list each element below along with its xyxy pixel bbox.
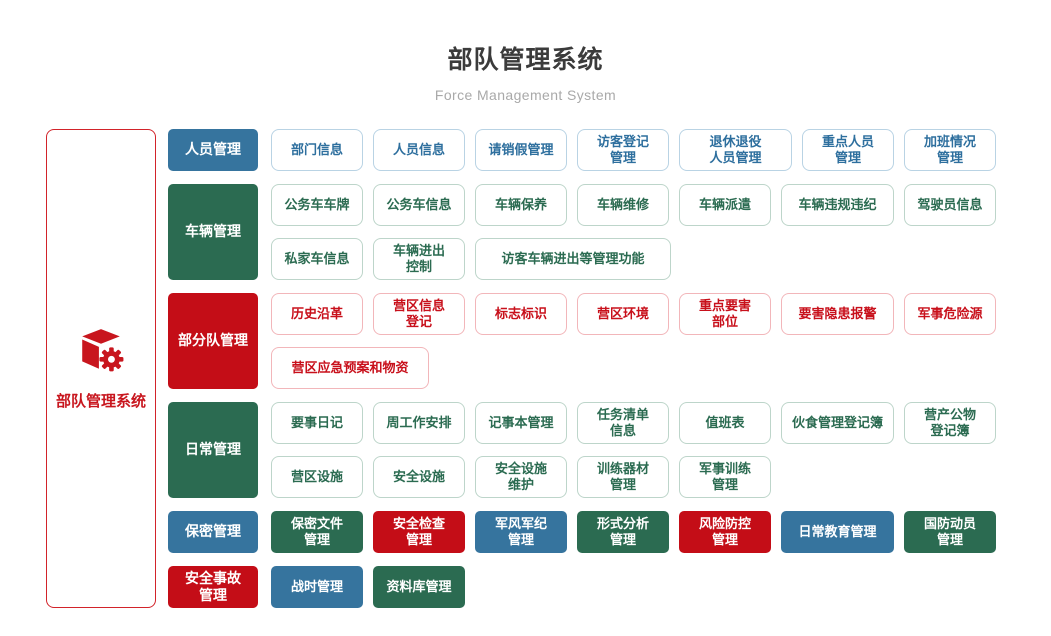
group-unit: 部分队管理 历史沿革 营区信息 登记 标志标识 营区环境 重点要害 部位 要害隐… — [168, 293, 996, 389]
diagram-content: 人员管理 部门信息 人员信息 请销假管理 访客登记 管理 退休退役 人员管理 重… — [168, 129, 996, 608]
module-card: 形式分析 管理 — [577, 511, 669, 553]
page-header: 部队管理系统 Force Management System — [0, 0, 1051, 103]
module-card: 车辆保养 — [475, 184, 567, 226]
page-title: 部队管理系统 — [447, 46, 604, 74]
module-card: 记事本管理 — [475, 402, 567, 444]
module-card: 营区应急预案和物资 — [271, 347, 429, 389]
module-card: 标志标识 — [475, 293, 567, 335]
group-personnel-label: 人员管理 — [168, 129, 258, 171]
module-card: 车辆违规违纪 — [781, 184, 894, 226]
module-card: 风险防控 管理 — [679, 511, 771, 553]
module-card: 访客车辆进出等管理功能 — [475, 238, 671, 280]
group-secrecy-label: 保密管理 — [168, 511, 258, 553]
module-card: 请销假管理 — [475, 129, 567, 171]
group-unit-label: 部分队管理 — [168, 293, 258, 389]
module-card: 训练器材 管理 — [577, 456, 669, 498]
module-card: 车辆维修 — [577, 184, 669, 226]
module-card: 任务清单 信息 — [577, 402, 669, 444]
module-card: 国防动员 管理 — [904, 511, 996, 553]
group-secrecy: 保密管理 保密文件 管理 安全检查 管理 军风军纪 管理 形式分析 管理 风险防… — [168, 511, 996, 553]
module-card: 营区信息 登记 — [373, 293, 465, 335]
module-card: 安全设施 维护 — [475, 456, 567, 498]
module-card: 公务车车牌 — [271, 184, 363, 226]
module-card: 战时管理 — [271, 566, 363, 608]
module-card: 驾驶员信息 — [904, 184, 996, 226]
module-card: 要事日记 — [271, 402, 363, 444]
module-card: 周工作安排 — [373, 402, 465, 444]
module-card: 日常教育管理 — [781, 511, 894, 553]
module-card: 要害隐患报警 — [781, 293, 894, 335]
module-card: 重点人员 管理 — [802, 129, 894, 171]
module-card: 营区环境 — [577, 293, 669, 335]
module-card: 值班表 — [679, 402, 771, 444]
module-card: 重点要害 部位 — [679, 293, 771, 335]
module-card: 营产公物 登记簿 — [904, 402, 996, 444]
module-card: 人员信息 — [373, 129, 465, 171]
group-personnel: 人员管理 部门信息 人员信息 请销假管理 访客登记 管理 退休退役 人员管理 重… — [168, 129, 996, 171]
module-card: 安全设施 — [373, 456, 465, 498]
group-vehicle: 车辆管理 公务车车牌 公务车信息 车辆保养 车辆维修 车辆派遣 车辆违规违纪 驾… — [168, 184, 996, 280]
module-card: 历史沿革 — [271, 293, 363, 335]
module-card: 军事危险源 — [904, 293, 996, 335]
module-card: 保密文件 管理 — [271, 511, 363, 553]
group-incident: 安全事故 管理 战时管理 资料库管理 — [168, 566, 996, 608]
module-card: 车辆进出 控制 — [373, 238, 465, 280]
module-card: 营区设施 — [271, 456, 363, 498]
module-card: 资料库管理 — [373, 566, 465, 608]
page-subtitle: Force Management System — [434, 87, 617, 103]
system-root-label: 部队管理系统 — [55, 392, 146, 410]
module-card: 车辆派遣 — [679, 184, 771, 226]
module-card: 安全检查 管理 — [373, 511, 465, 553]
module-card: 私家车信息 — [271, 238, 363, 280]
module-card: 退休退役 人员管理 — [679, 129, 792, 171]
module-card: 访客登记 管理 — [577, 129, 669, 171]
module-card: 军事训练 管理 — [679, 456, 771, 498]
group-vehicle-label: 车辆管理 — [168, 184, 258, 280]
module-card: 伙食管理登记簿 — [781, 402, 894, 444]
module-card: 加班情况 管理 — [904, 129, 996, 171]
group-daily: 日常管理 要事日记 周工作安排 记事本管理 任务清单 信息 值班表 伙食管理登记… — [168, 402, 996, 498]
module-card: 军风军纪 管理 — [475, 511, 567, 553]
system-root-card: 部队管理系统 — [46, 129, 156, 608]
module-card: 部门信息 — [271, 129, 363, 171]
diagram: 部队管理系统 人员管理 部门信息 人员信息 请销假管理 访客登记 管理 退休退役… — [46, 129, 1051, 608]
cube-gear-icon — [73, 327, 129, 380]
group-incident-label: 安全事故 管理 — [168, 566, 258, 608]
group-daily-label: 日常管理 — [168, 402, 258, 498]
module-card: 公务车信息 — [373, 184, 465, 226]
